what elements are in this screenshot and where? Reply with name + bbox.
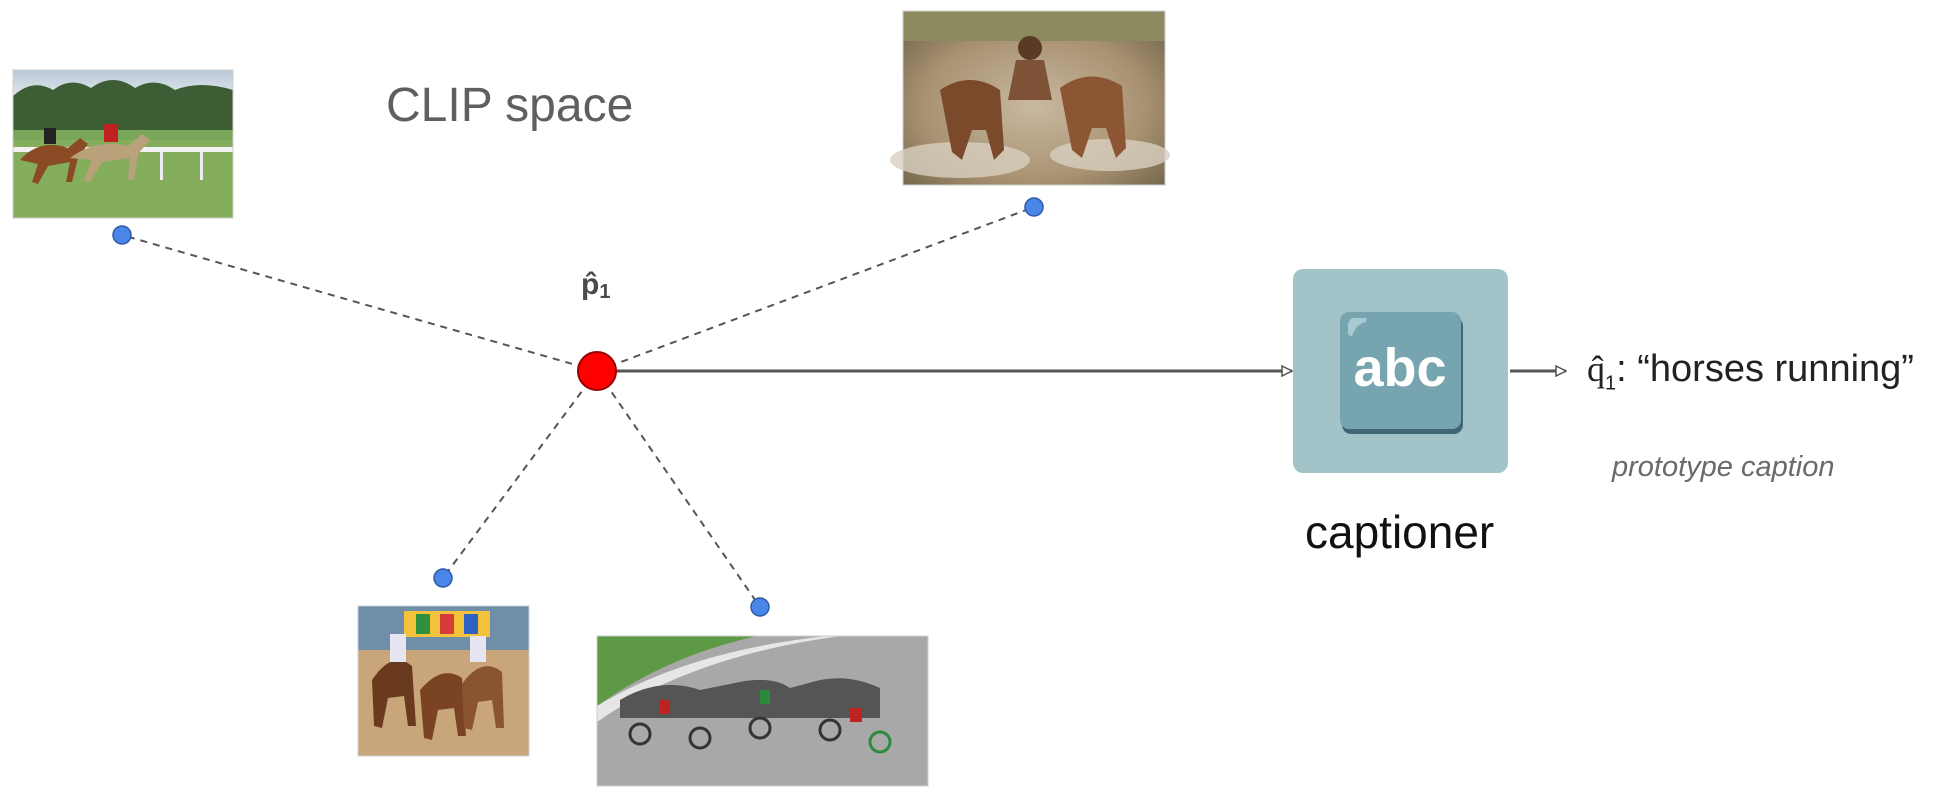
abc-keycap-icon: abc <box>1340 312 1463 434</box>
prototype-point <box>577 351 617 391</box>
embedding-point-turf <box>112 225 132 245</box>
keycap-label: abc <box>1353 338 1446 398</box>
generated-caption: q̂1: “horses running” <box>1587 348 1914 396</box>
prototype-label: p̂1 <box>581 268 611 303</box>
image-bull-race-mud <box>890 10 1170 186</box>
prototype-caption-label: prototype caption <box>1612 451 1835 483</box>
caption-separator: : <box>1616 348 1627 390</box>
image-horse-race-turf <box>12 69 234 219</box>
captioner-label: captioner <box>1305 506 1495 558</box>
embedding-point-dirt <box>433 568 453 588</box>
similarity-edges <box>121 206 1035 608</box>
image-harness-racing <box>596 635 929 787</box>
image-horse-race-dirt <box>357 605 530 757</box>
edge-to-turf-image <box>121 234 598 372</box>
caption-index: 1 <box>1605 372 1617 395</box>
embedding-point-mud <box>1024 197 1044 217</box>
prototype-symbol: p̂ <box>581 268 600 301</box>
caption-text: “horses running” <box>1637 348 1914 390</box>
edge-to-harness-image <box>596 370 761 608</box>
edge-to-mud-image <box>596 206 1035 372</box>
captioner-box: abc <box>1293 269 1508 473</box>
embedding-point-harness <box>750 597 770 617</box>
caption-symbol: q̂ <box>1587 349 1605 389</box>
prototype-index: 1 <box>599 281 611 303</box>
edge-to-dirt-image <box>442 370 598 579</box>
clip-space-title: CLIP space <box>386 79 634 132</box>
